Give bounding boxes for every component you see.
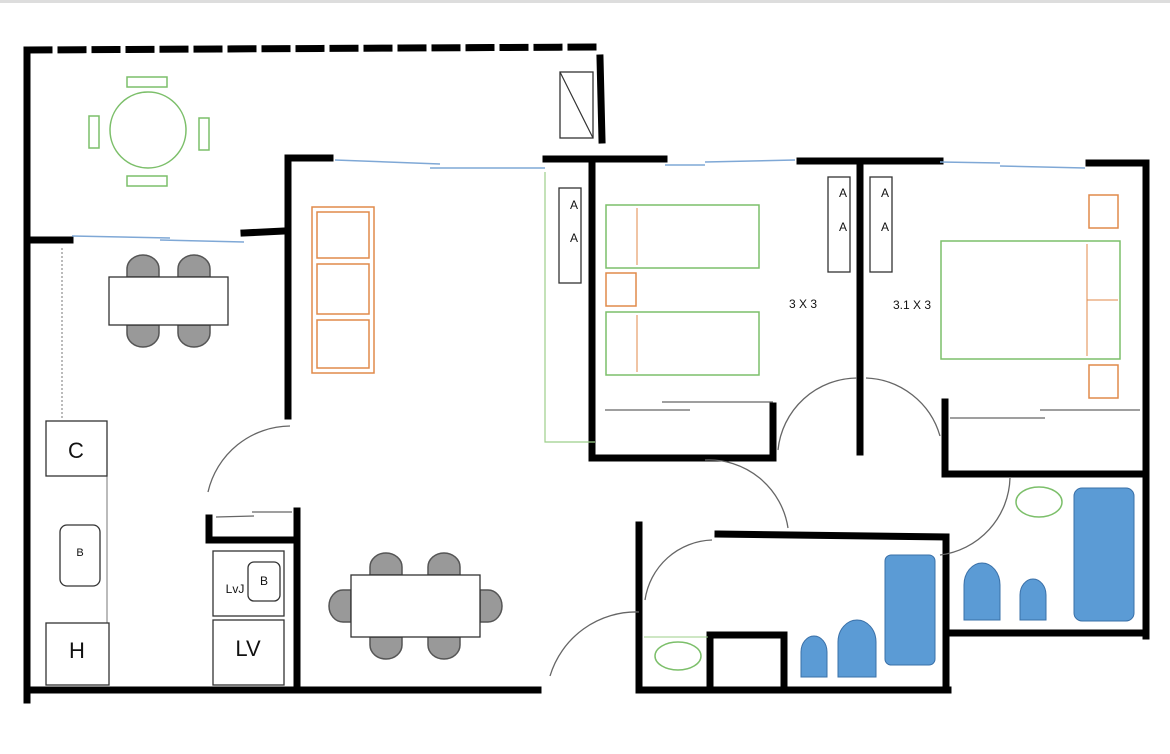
wardrobe-room2: A A xyxy=(869,176,893,273)
oven-label: H xyxy=(69,638,85,663)
wardrobe-room1: A A xyxy=(827,176,851,273)
nightstand xyxy=(605,272,637,307)
nightstand xyxy=(1088,364,1119,399)
walls xyxy=(23,43,1150,704)
fridge: C xyxy=(45,420,108,477)
wardrobe-label: A xyxy=(839,220,847,234)
nightstand xyxy=(1088,194,1119,229)
bathtub xyxy=(1073,487,1135,622)
laundry-sink: LvJ B xyxy=(212,550,285,617)
doors xyxy=(207,377,1140,677)
toilet xyxy=(963,562,1001,621)
sink-icon xyxy=(1015,486,1063,518)
wardrobe-label: A xyxy=(570,231,578,245)
bidet xyxy=(800,635,828,678)
washer: LV xyxy=(212,619,285,686)
double-bed xyxy=(940,240,1121,360)
oven: H xyxy=(45,622,110,686)
wardrobe-label: A xyxy=(839,186,847,200)
room2-size: 3.1 X 3 xyxy=(893,298,931,312)
kitchen-sink: B xyxy=(59,524,101,587)
wardrobe-label: A xyxy=(881,186,889,200)
bookshelf xyxy=(311,206,375,374)
terrace-table xyxy=(88,76,210,187)
bidet xyxy=(1019,578,1047,621)
wardrobe-label: A xyxy=(570,198,578,212)
toilet xyxy=(837,619,877,678)
wardrobe-label: A xyxy=(881,220,889,234)
kitchen-table xyxy=(108,254,229,348)
washer-label: LV xyxy=(235,636,261,661)
sink-icon xyxy=(654,641,702,671)
dining-table xyxy=(328,552,503,660)
single-bed xyxy=(605,204,760,269)
wardrobe-hall: A A xyxy=(558,187,582,284)
terrace-railing xyxy=(23,43,601,54)
windows xyxy=(71,159,1086,243)
single-bed xyxy=(605,311,760,376)
room1-size: 3 X 3 xyxy=(789,297,817,311)
kitchen-sink-label: B xyxy=(76,547,83,559)
shower-tray xyxy=(884,554,936,666)
laundry-basin-label: B xyxy=(260,574,268,588)
fridge-label: C xyxy=(68,438,84,463)
laundry-sink-label: LvJ xyxy=(226,582,245,596)
